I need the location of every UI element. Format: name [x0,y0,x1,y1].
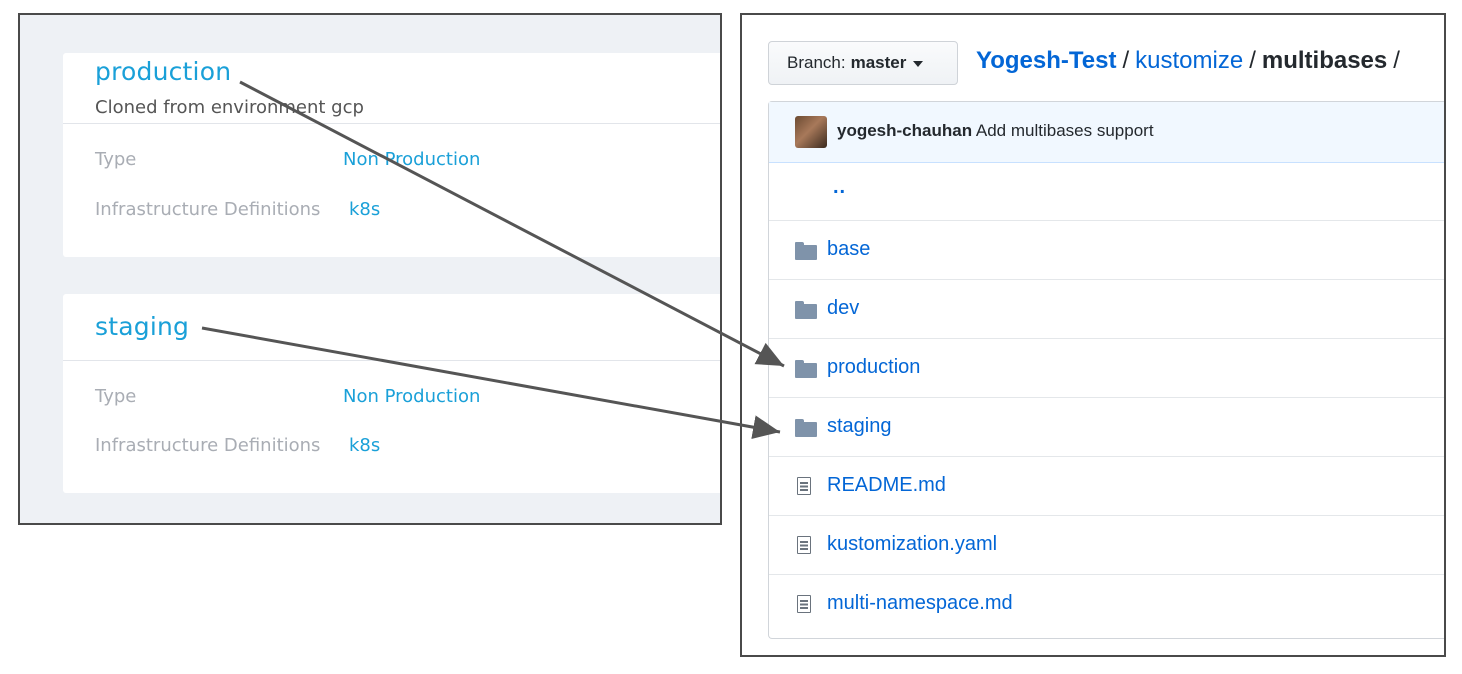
folder-icon [795,242,817,260]
entry-link[interactable]: dev [827,297,860,319]
infrastructure-definition-link[interactable]: k8s [349,199,381,220]
entry-link[interactable]: multi-namespace.md [827,592,1013,614]
folder-icon [795,301,817,319]
infrastructure-definition-link[interactable]: k8s [349,435,381,456]
list-item[interactable]: production [769,339,1444,398]
environment-name-link[interactable]: staging [95,312,190,341]
entry-link[interactable]: production [827,356,921,378]
file-text-icon [797,536,811,554]
environment-card-production: production Cloned from environment gcp T… [63,53,720,257]
infrastructure-definitions-label: Infrastructure Definitions [95,435,321,456]
breadcrumb-separator: / [1122,47,1130,74]
commit-summary: yogesh-chauhan Add multibases support [837,121,1154,141]
file-text-icon [797,595,811,613]
avatar[interactable] [795,116,827,148]
list-item[interactable]: dev [769,280,1444,339]
file-list: yogesh-chauhan Add multibases support ..… [768,101,1444,639]
list-item[interactable]: base [769,221,1444,280]
type-label: Type [95,386,137,407]
list-item[interactable]: staging [769,398,1444,457]
branch-label: Branch: [787,53,846,72]
folder-icon [795,419,817,437]
type-value: Non Production [343,149,481,170]
environment-card-staging: staging Type Non Production Infrastructu… [63,294,720,493]
commit-author-link[interactable]: yogesh-chauhan [837,121,973,140]
list-item[interactable]: kustomization.yaml [769,516,1444,575]
divider [63,123,720,124]
parent-directory-row[interactable]: .. [769,162,1444,221]
branch-value: master [850,53,907,72]
divider [63,360,720,361]
type-value: Non Production [343,386,481,407]
entry-link[interactable]: README.md [827,474,946,496]
branch-select-button[interactable]: Branch: master [768,41,958,85]
environment-name-link[interactable]: production [95,57,232,86]
parent-directory-link[interactable]: .. [833,176,847,198]
commit-message-link[interactable]: Add multibases support [975,121,1154,140]
breadcrumb-dir-link[interactable]: kustomize [1135,47,1244,74]
breadcrumb-separator: / [1249,47,1256,74]
breadcrumb-current: multibases [1261,47,1388,74]
entry-link[interactable]: base [827,238,871,260]
environment-description: Cloned from environment gcp [95,97,364,118]
entry-link[interactable]: kustomization.yaml [827,533,998,555]
environments-panel: production Cloned from environment gcp T… [18,13,722,525]
infrastructure-definitions-label: Infrastructure Definitions [95,199,321,220]
repository-browser-panel: Branch: master Yogesh-Test/kustomize/mul… [740,13,1446,657]
entry-link[interactable]: staging [827,415,892,437]
list-item[interactable]: README.md [769,457,1444,516]
breadcrumb-repo-link[interactable]: Yogesh-Test [976,47,1117,74]
latest-commit-bar: yogesh-chauhan Add multibases support [769,102,1444,163]
caret-down-icon [913,61,924,67]
file-text-icon [797,477,811,495]
breadcrumb: Yogesh-Test/kustomize/multibases/ [976,47,1406,75]
type-label: Type [95,149,137,170]
folder-icon [795,360,817,378]
breadcrumb-separator: / [1393,47,1400,74]
list-item[interactable]: multi-namespace.md [769,575,1444,634]
